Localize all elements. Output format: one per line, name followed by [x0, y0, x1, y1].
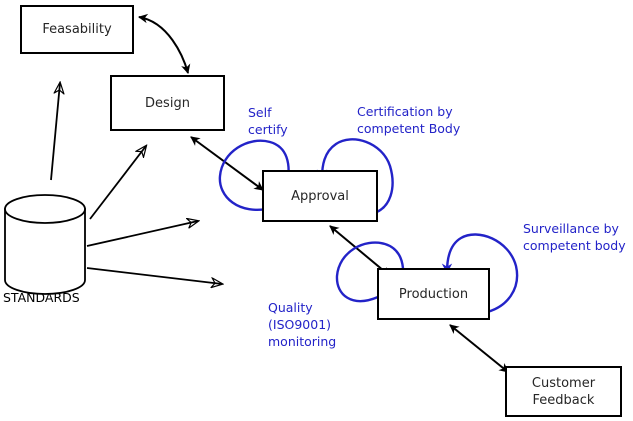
standards-datastore-shape	[4, 194, 86, 295]
edge-standards-design	[89, 146, 146, 220]
edge-design-feasability	[138, 13, 191, 74]
loop-production-quality	[335, 241, 409, 303]
loop-label-surveillance: Surveillance by competent body	[523, 221, 626, 253]
node-production[interactable]: Production	[377, 268, 490, 320]
node-design-label: Design	[145, 95, 190, 111]
loop-approval-self-certify	[218, 139, 295, 211]
node-customer-feedback-label: Customer Feedback	[531, 375, 596, 408]
node-feasability-label: Feasability	[42, 22, 112, 37]
loop-label-self-certify: Self certify	[248, 105, 288, 137]
node-design[interactable]: Design	[110, 75, 225, 131]
node-approval[interactable]: Approval	[262, 170, 378, 222]
edge-design-approval	[190, 136, 264, 191]
loop-label-quality: Quality (ISO9001) monitoring	[268, 300, 337, 349]
node-approval-label: Approval	[291, 188, 349, 204]
edge-production-customer-feedback	[449, 324, 509, 373]
loop-approval-certification	[316, 138, 394, 216]
edge-standards-approval	[86, 221, 198, 247]
edge-standards-production	[86, 267, 222, 284]
node-production-label: Production	[398, 286, 469, 302]
edge-approval-production	[329, 225, 391, 277]
loop-label-certification: Certification by competent Body	[357, 104, 461, 136]
loop-production-surveillance	[441, 233, 519, 315]
edge-standards-feasability	[50, 83, 60, 181]
standards-datastore-label: STANDARDS	[3, 290, 80, 305]
node-customer-feedback[interactable]: Customer Feedback	[505, 366, 622, 417]
node-feasability[interactable]: Feasability	[20, 5, 134, 54]
